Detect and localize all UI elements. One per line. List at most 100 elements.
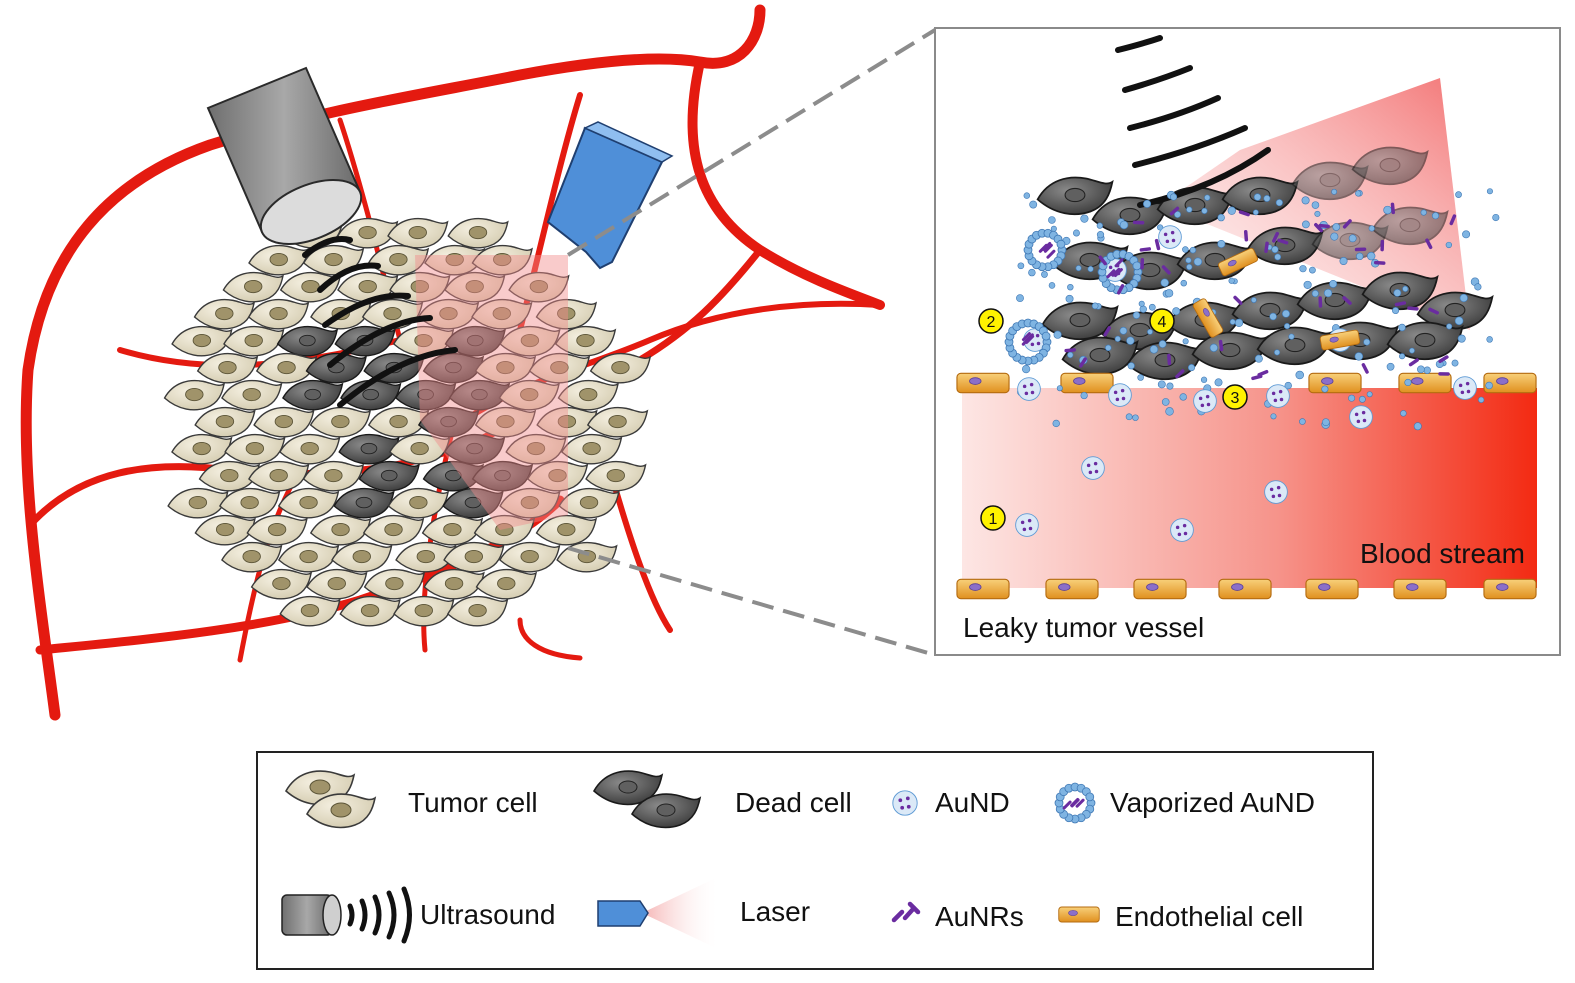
legend: Tumor cell Dead cell AuND Vaporized AuND bbox=[256, 751, 1374, 970]
endothelial-cell bbox=[1305, 578, 1359, 600]
nanodroplet-bead bbox=[1413, 422, 1422, 431]
vaporized-aund-icon bbox=[1054, 782, 1096, 824]
nanodroplet-bead bbox=[1234, 318, 1244, 327]
nanodroplet-bead bbox=[1204, 194, 1211, 201]
vaporized-aund bbox=[1023, 228, 1067, 272]
tumor-cell bbox=[221, 379, 283, 411]
nanodroplet-bead bbox=[1143, 199, 1152, 208]
step-marker-1-label: 1 bbox=[989, 511, 998, 528]
nanodroplet-bead bbox=[1119, 326, 1128, 335]
aunr bbox=[1113, 268, 1123, 278]
nanodroplet-bead bbox=[1160, 278, 1169, 287]
nanodroplet-bead bbox=[1323, 288, 1333, 298]
nanodroplet-bead bbox=[1355, 190, 1362, 197]
nanodroplet-bead bbox=[1474, 283, 1482, 291]
nanodroplet-bead bbox=[1157, 380, 1166, 389]
endothelial-cell bbox=[956, 372, 1010, 394]
nanodroplet-bead bbox=[1404, 378, 1412, 387]
aunr bbox=[1064, 348, 1076, 353]
blood-stream-label: Blood stream bbox=[1360, 538, 1525, 569]
nanodroplet-bead bbox=[1217, 239, 1226, 248]
tumor-cell bbox=[197, 352, 258, 384]
nanodroplet-bead bbox=[1400, 410, 1407, 417]
aunr bbox=[1169, 206, 1180, 216]
nanodroplet-bead bbox=[1459, 293, 1468, 303]
nanodroplet-bead bbox=[1119, 220, 1129, 230]
tumor-cell bbox=[585, 460, 647, 492]
nanodroplet-bead bbox=[1080, 214, 1089, 223]
aund-droplet bbox=[1266, 384, 1290, 408]
aunr bbox=[1070, 797, 1080, 807]
nanodroplet-bead bbox=[1263, 194, 1271, 202]
nanodroplet-bead bbox=[1250, 297, 1257, 303]
aund-droplet bbox=[1264, 480, 1288, 504]
tumor-cell bbox=[306, 568, 368, 600]
aunr bbox=[1277, 238, 1289, 245]
nanodroplet-bead bbox=[1158, 340, 1167, 348]
aunr bbox=[1114, 258, 1124, 268]
tumor-cell bbox=[561, 433, 623, 465]
aunr bbox=[1098, 255, 1107, 266]
nanodroplet-bead bbox=[1252, 209, 1259, 216]
nanodroplet-bead bbox=[1253, 193, 1262, 201]
vaporized-aund bbox=[1004, 318, 1052, 366]
legend-frame bbox=[256, 751, 1374, 970]
nanodroplet-bead bbox=[1217, 213, 1225, 222]
tumor-cell bbox=[223, 325, 285, 357]
nanodroplet-bead bbox=[1356, 252, 1364, 261]
nanodroplet-bead bbox=[1137, 374, 1144, 381]
nanodroplet-bead bbox=[1462, 230, 1471, 239]
tumor-cell bbox=[171, 325, 233, 357]
aund-droplet bbox=[1170, 518, 1194, 542]
nanodroplet-bead bbox=[1029, 200, 1038, 209]
nanodroplet-bead bbox=[1228, 277, 1235, 284]
nanodroplet-bead bbox=[1182, 246, 1189, 253]
nanodroplet-bead bbox=[1048, 216, 1056, 224]
endothelial-cell bbox=[1218, 578, 1272, 600]
nanodroplet-bead bbox=[1314, 210, 1321, 217]
aunr bbox=[1043, 243, 1053, 253]
nanodroplet-bead bbox=[1016, 294, 1024, 303]
laser-icon bbox=[597, 900, 649, 927]
nanodroplet-bead bbox=[1455, 191, 1462, 198]
legend-aunrs-label: AuNRs bbox=[935, 901, 1024, 932]
endothelial-cell bbox=[1133, 578, 1187, 600]
step-marker-3: 3 bbox=[1222, 384, 1248, 410]
tumor-illustration bbox=[20, 4, 937, 721]
nanodroplet-bead bbox=[1166, 382, 1174, 390]
aunr bbox=[1251, 374, 1263, 381]
step-marker-4-label: 4 bbox=[1158, 314, 1167, 331]
aunr bbox=[1314, 223, 1324, 233]
aunr bbox=[1175, 369, 1185, 379]
endothelial-cell-icon bbox=[1058, 906, 1100, 923]
tumor-cell bbox=[475, 568, 537, 600]
nanodroplet-bead bbox=[1227, 206, 1236, 215]
tumor-cell bbox=[194, 514, 256, 546]
nanodroplet-bead bbox=[1274, 349, 1281, 356]
nanodroplet-bead bbox=[1457, 334, 1466, 343]
tumor-cell bbox=[556, 541, 618, 573]
nanodroplet-bead bbox=[1187, 364, 1196, 372]
nanodroplet-bead bbox=[1200, 376, 1208, 383]
aunr bbox=[1106, 269, 1116, 279]
ultrasound-waves-inset bbox=[1115, 35, 1271, 208]
aund-icon bbox=[892, 790, 918, 816]
nanodroplet-bead bbox=[1275, 199, 1283, 207]
vaporized-aund bbox=[1054, 782, 1096, 824]
tumor-cell bbox=[331, 541, 393, 573]
tumor-cell bbox=[368, 406, 430, 438]
nanodroplet-bead bbox=[1423, 366, 1431, 374]
aunr bbox=[1342, 219, 1352, 229]
laser-cone-icon bbox=[642, 876, 720, 950]
legend-laser: Laser bbox=[597, 876, 810, 950]
nanodroplet-bead bbox=[1451, 359, 1459, 367]
nanodroplet-bead bbox=[1311, 290, 1319, 298]
aund-droplet bbox=[1017, 377, 1041, 401]
nanodroplet-bead bbox=[1169, 193, 1178, 201]
legend-tumor-cell-label: Tumor cell bbox=[408, 787, 538, 818]
tumor-cell bbox=[302, 460, 364, 492]
aunr bbox=[1407, 306, 1419, 311]
nanodroplet-bead bbox=[1125, 413, 1133, 421]
aunr bbox=[1390, 202, 1395, 215]
nanodroplet-bead bbox=[1209, 343, 1218, 352]
